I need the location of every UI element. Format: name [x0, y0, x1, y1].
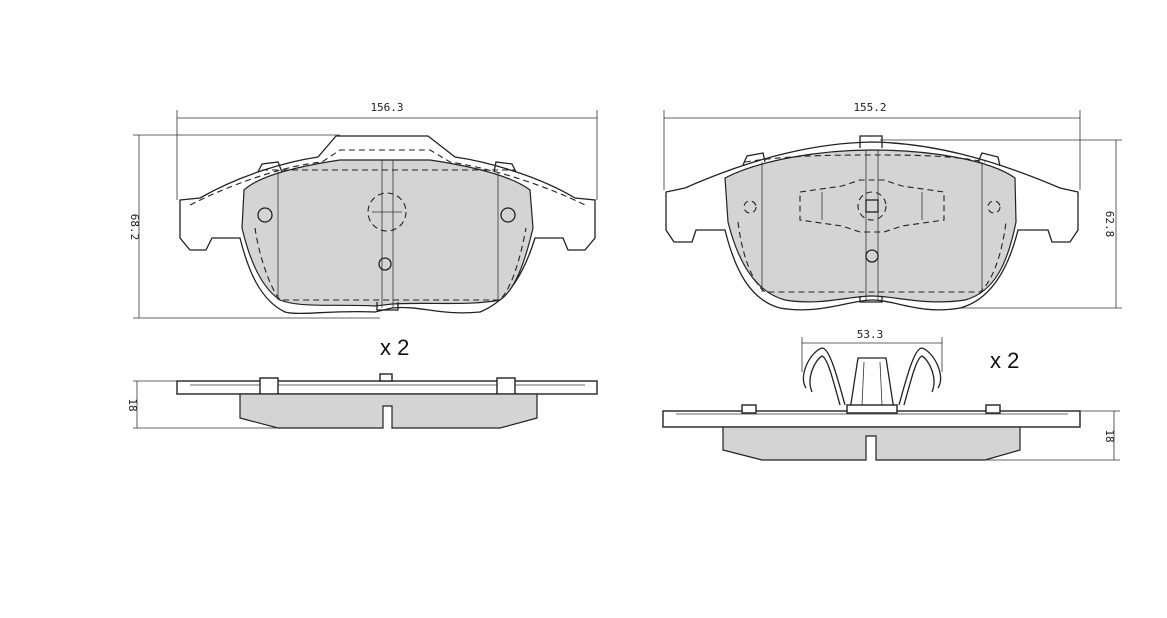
right-pad-side-view: 18	[662, 404, 1120, 461]
left-width-label: 156.3	[370, 101, 403, 114]
left-thickness-label: 18	[126, 398, 139, 411]
left-sensor-hole	[378, 257, 392, 271]
left-height-dimension: 68.2	[128, 134, 380, 319]
right-pin-hole-left	[743, 200, 757, 214]
right-height-label: 62.8	[1103, 211, 1116, 238]
right-clip-label: 53.3	[857, 328, 884, 341]
right-thickness-label: 18	[1103, 429, 1116, 442]
right-pin-hole-right	[987, 200, 1001, 214]
right-backing-plate	[665, 141, 1079, 311]
right-clip-dimension: 53.3	[801, 328, 943, 372]
left-friction-material	[241, 159, 534, 307]
left-pad-front-view: 156.3 68.2	[128, 101, 598, 319]
right-sensor-hole	[865, 249, 879, 263]
left-pad-side-view: 18	[126, 373, 598, 429]
right-pad-front-view: 155.2 62.8	[663, 101, 1122, 311]
left-pin-hole-left	[257, 207, 273, 223]
left-side-backing-plate	[176, 380, 598, 395]
left-side-friction-material	[239, 393, 538, 429]
right-width-label: 155.2	[853, 101, 886, 114]
right-side-friction-material	[722, 426, 1021, 461]
right-friction-material	[724, 149, 1017, 303]
left-center-boss	[367, 192, 407, 232]
right-height-dimension: 62.8	[880, 139, 1122, 309]
right-width-dimension: 155.2	[663, 101, 1081, 190]
left-height-label: 68.2	[128, 214, 141, 241]
right-spring-clip	[802, 347, 942, 411]
left-pin-hole-right	[500, 207, 516, 223]
right-quantity-label: x 2	[990, 348, 1019, 373]
left-quantity-label: x 2	[380, 335, 409, 360]
left-width-dimension: 156.3	[176, 101, 598, 200]
